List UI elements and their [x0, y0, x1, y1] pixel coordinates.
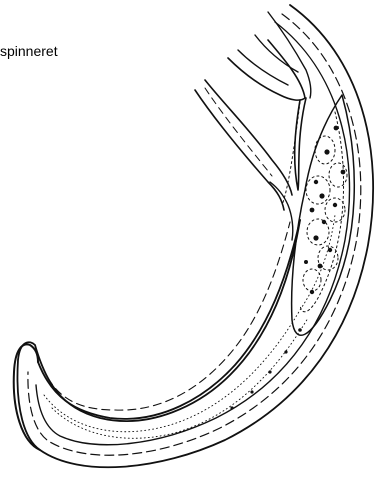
- gland-cells: [303, 136, 347, 291]
- membrane-junction: [270, 182, 293, 240]
- spinneret-duct: [295, 98, 306, 190]
- gut-lumen-inner: [52, 318, 308, 438]
- body-inner-cuticle: [28, 14, 361, 455]
- ventral-dashed-line: [48, 222, 290, 410]
- extruded-tube-left-dashed: [205, 88, 272, 176]
- gut-lumen: [44, 215, 335, 432]
- extruded-tube-left-edge: [195, 90, 284, 210]
- gland-sac-dotted-boundary: [300, 112, 344, 312]
- extruded-tube-right-edge: [205, 80, 292, 195]
